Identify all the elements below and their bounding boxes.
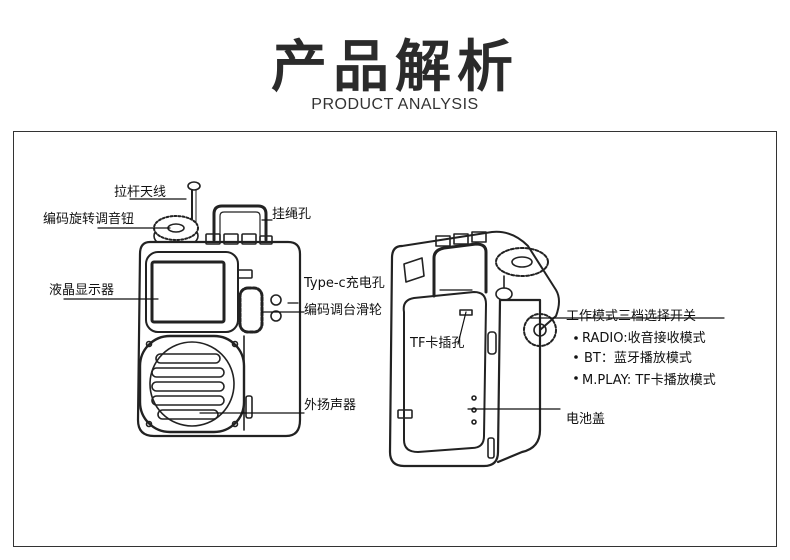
mode-bullets <box>574 336 578 380</box>
label-typec: Type-c充电孔 <box>304 276 385 291</box>
label-lcd: 液晶显示器 <box>49 283 115 298</box>
label-battery-cover: 电池盖 <box>566 412 606 427</box>
page-subtitle: PRODUCT ANALYSIS <box>311 96 479 113</box>
label-antenna: 拉杆天线 <box>114 185 167 200</box>
label-encoder-knob: 编码旋转调音钮 <box>43 212 135 227</box>
front-radio <box>136 181 302 438</box>
label-mode-switch: 工作模式三档选择开关 <box>566 309 697 324</box>
label-mode-mplay: M.PLAY: TF卡播放模式 <box>582 373 716 388</box>
label-mode-bt: BT：蓝牙播放模式 <box>584 351 692 366</box>
label-mode-radio: RADIO:收音接收模式 <box>582 331 706 346</box>
label-lanyard-hole: 挂绳孔 <box>272 207 312 222</box>
diagram-frame <box>13 131 777 547</box>
back-radio <box>388 230 560 468</box>
label-tf-slot: TF卡插孔 <box>410 336 465 351</box>
label-speaker: 外扬声器 <box>304 398 357 413</box>
page-title: 产品解析 <box>271 35 519 100</box>
label-wheel: 编码调台滑轮 <box>304 303 383 318</box>
leader-lines <box>63 198 725 414</box>
